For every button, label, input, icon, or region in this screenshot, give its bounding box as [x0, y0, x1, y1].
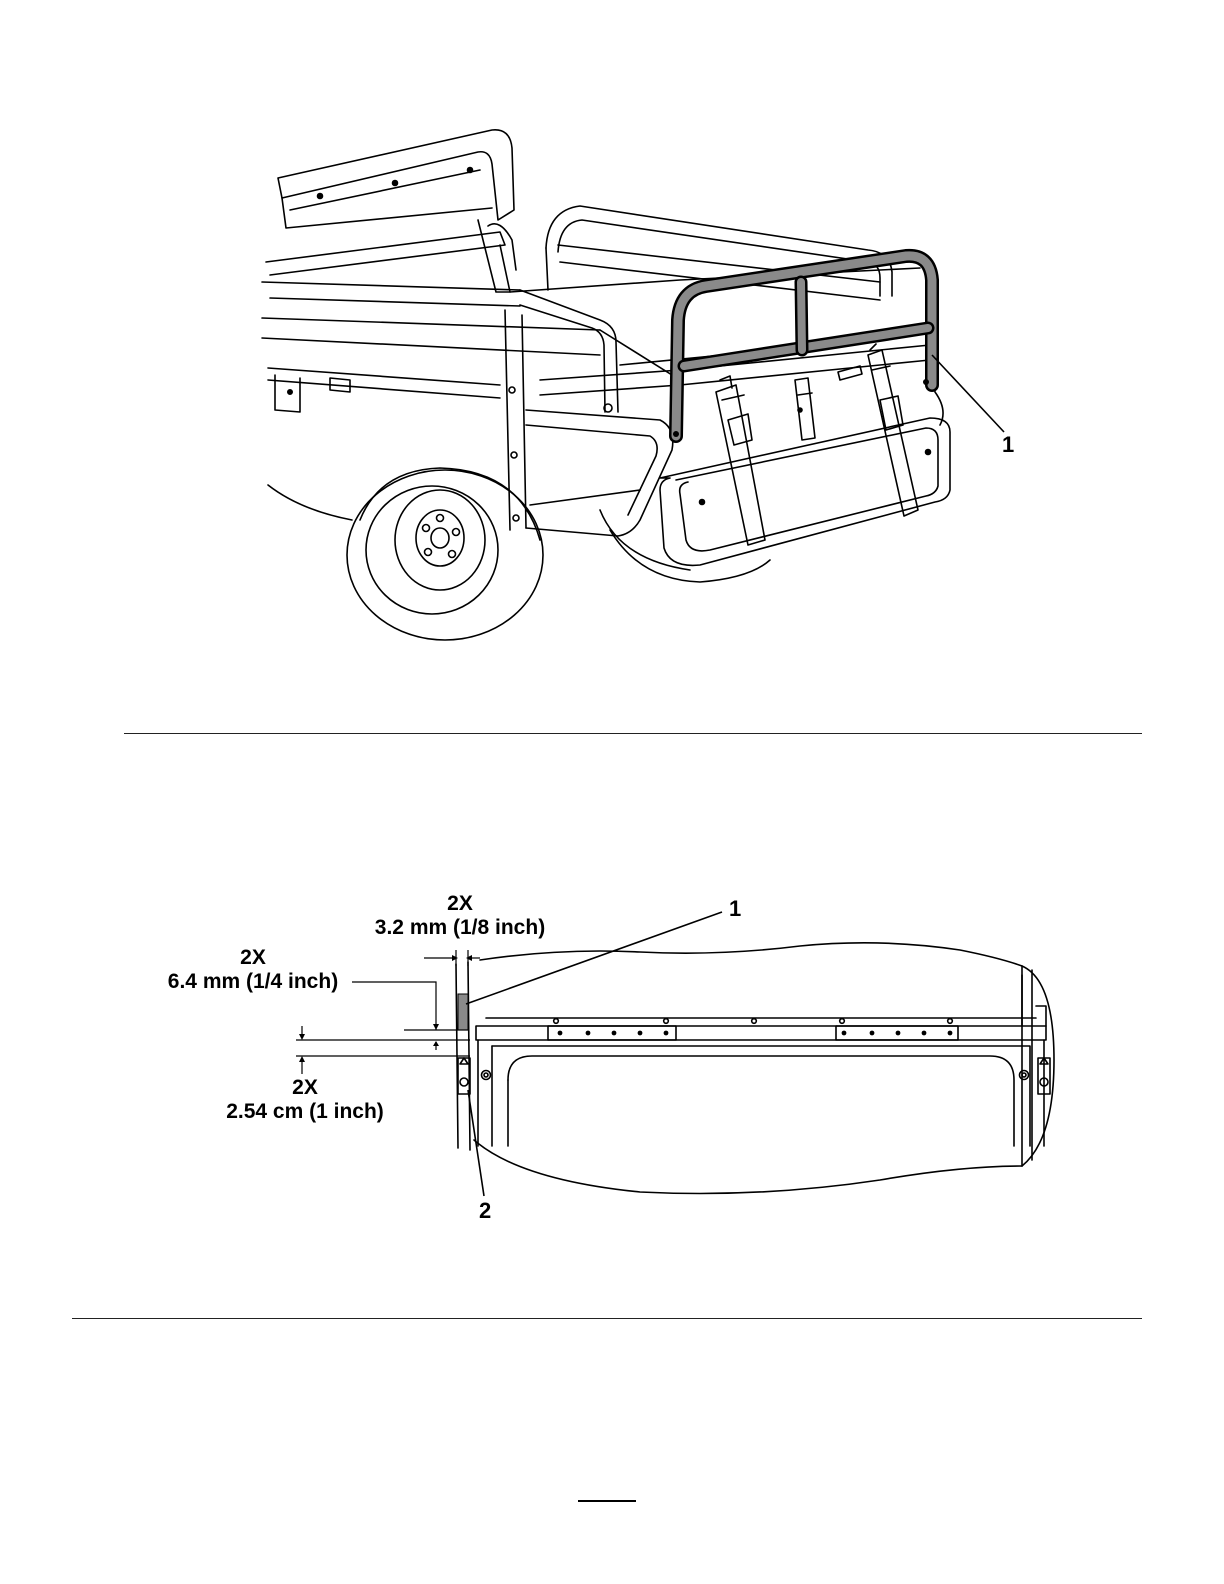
- dim-offset-qty: 2X: [240, 946, 266, 969]
- bed-rail-isometric-figure: 1: [0, 0, 1224, 720]
- callout-1-label: 1: [729, 896, 741, 921]
- highlighted-rail-end: [458, 994, 468, 1030]
- dim-gap-qty: 2X: [447, 892, 473, 915]
- callout-1-label: 1: [1002, 432, 1014, 457]
- rail-spacing-dimension-figure: 2X 3.2 mm (1/8 inch) 2X 6.4 mm (1/4 inch…: [0, 740, 1224, 1300]
- callout-2-label: 2: [479, 1198, 491, 1223]
- page-number-rule: [578, 1500, 636, 1502]
- dim-height-qty: 2X: [292, 1076, 318, 1099]
- dim-gap-measure: 3.2 mm (1/8 inch): [375, 916, 545, 939]
- section-divider: [72, 1318, 1142, 1319]
- dim-offset-measure: 6.4 mm (1/4 inch): [168, 970, 338, 993]
- dim-height-measure: 2.54 cm (1 inch): [226, 1100, 384, 1123]
- section-divider: [124, 733, 1142, 734]
